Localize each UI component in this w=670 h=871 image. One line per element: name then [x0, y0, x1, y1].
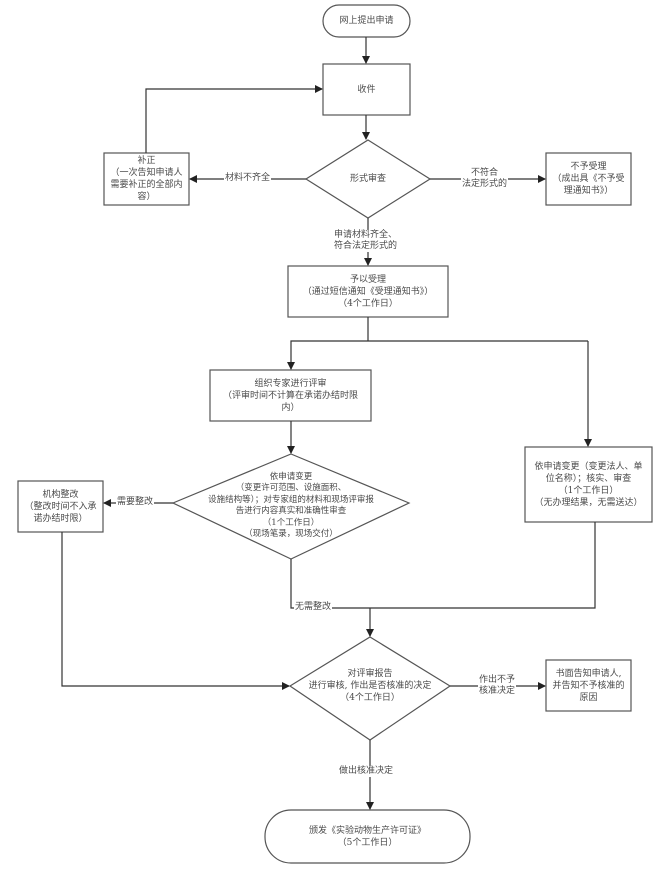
node-formal-review-label: 形式审查: [349, 174, 386, 184]
node-rectify: 机构整改 （整改时间不入承 诺办结时限）: [18, 481, 103, 532]
node-receive: 收件: [323, 64, 410, 115]
node-accept-title: 予以受理: [349, 274, 386, 285]
node-change-name-title: 依申请变更（变更法人、单: [534, 461, 643, 472]
edge-label-no-rectify: 无需整改: [294, 602, 333, 613]
node-notify-reject-line: 书面告知申请人,: [555, 668, 622, 679]
node-accept-line: （通过短信通知《受理通知书》）: [302, 286, 434, 297]
node-change-scope-title: 依申请变更: [269, 471, 313, 482]
node-expert-review: 组织专家进行评审 （评审时间不计算在承诺办结时限 内）: [210, 370, 371, 421]
node-expert-review-line: 内）: [281, 402, 300, 413]
edge-change-scope-final: [290, 522, 596, 609]
node-formal-review: 形式审查: [318, 164, 418, 194]
edge-split-expert: [287, 340, 588, 370]
node-change-scope: 依申请变更 （变更许可范围、设施面积、 设施结构等）；对专家组的材料和现场评审报…: [185, 468, 397, 544]
node-rectify-title: 机构整改: [42, 489, 79, 500]
node-notify-reject-line: 原因: [579, 692, 598, 703]
node-accept: 予以受理 （通过短信通知《受理通知书》） （4个工作日）: [288, 266, 448, 317]
node-correction-line: （一次告知申请人: [110, 168, 183, 178]
node-notify-reject: 书面告知申请人, 并告知不予核准的 原因: [546, 660, 631, 711]
edge-label-line: 核准决定: [479, 686, 516, 696]
node-change-name-line: 位名称）；核实、审查: [545, 473, 632, 484]
node-reject-line: 理通知书》）: [563, 186, 614, 196]
node-correction-line: 需要补正的全部内: [110, 180, 183, 190]
edge-label-line: 符合法定形式的: [334, 241, 398, 251]
node-expert-review-line: （评审时间不计算在承诺办结时限: [222, 390, 358, 401]
node-change-scope-line: 告进行内容真实和准确性审查: [235, 506, 347, 516]
node-final-review-title: 对评审报告: [347, 669, 393, 679]
node-change-name-shape: [524, 446, 653, 523]
edge-label-line: 申请材料齐全、: [334, 230, 398, 240]
node-correction-title: 补正: [137, 156, 156, 166]
node-final-review-line: 进行审核, 作出是否核准的决定: [308, 681, 432, 691]
node-correction: 补正 （一次告知申请人 需要补正的全部内 容）: [104, 153, 189, 205]
node-change-name: 依申请变更（变更法人、单 位名称）；核实、审查 （1个工作日） （无办理结果，无…: [525, 447, 652, 522]
node-rectify-line: 诺办结时限）: [33, 513, 88, 524]
node-notify-reject-line: 并告知不予核准的: [552, 680, 625, 691]
edge-label-need-rectify: 需要整改: [116, 497, 155, 508]
node-final-review: 对评审报告 进行审核, 作出是否核准的决定 （4个工作日）: [300, 666, 440, 706]
edge-label-complete: 申请材料齐全、 符合法定形式的: [333, 230, 399, 252]
node-change-scope-line: （1个工作日）: [262, 517, 320, 528]
edge-label-deny: 作出不予 核准决定: [478, 675, 517, 697]
node-change-name-line: （无办理结果，无需送达）: [534, 497, 643, 508]
node-issue: 颁发《实验动物生产许可证》 （5个工作日）: [265, 810, 470, 863]
edge-label-line: 法定形式的: [462, 179, 508, 189]
node-reject-shape: [545, 152, 632, 206]
edge-correction-receive: [145, 85, 323, 153]
node-issue-shape: [264, 809, 471, 864]
node-start-label: 网上提出申请: [339, 16, 394, 26]
node-change-name-line: （1个工作日）: [558, 485, 619, 496]
edge-rectify-final: [61, 532, 290, 690]
node-start: 网上提出申请: [323, 5, 410, 37]
node-reject-title: 不予受理: [570, 162, 607, 172]
node-issue-line: （5个工作日）: [337, 837, 398, 848]
edge-label-incomplete: 材料不齐全: [224, 173, 272, 184]
edge-label-line: 不符合: [471, 168, 499, 178]
edge-label-nonconform: 不符合 法定形式的: [461, 168, 509, 190]
edge-label-line: 作出不予: [479, 675, 516, 685]
node-issue-title: 颁发《实验动物生产许可证》: [308, 825, 426, 836]
node-reject-line: （成出具《不予受: [552, 174, 625, 184]
node-change-scope-line: （变更许可范围、设施面积、: [235, 483, 347, 493]
node-expert-review-title: 组织专家进行评审: [254, 378, 327, 389]
node-accept-line: （4个工作日）: [338, 298, 398, 309]
node-notify-reject-shape: [545, 659, 632, 712]
node-receive-label: 收件: [357, 84, 376, 95]
node-change-scope-line: 设施结构等）；对专家组的材料和现场评审报: [208, 494, 374, 505]
node-change-scope-line: （现场笔录，现场交付）: [244, 529, 338, 539]
edge-label-approve: 做出核准决定: [338, 766, 395, 777]
node-rectify-line: （整改时间不入承: [24, 501, 97, 512]
node-final-review-line: （4个工作日）: [340, 693, 400, 703]
node-correction-line: 容）: [137, 192, 156, 202]
node-reject: 不予受理 （成出具《不予受 理通知书》）: [546, 153, 631, 205]
